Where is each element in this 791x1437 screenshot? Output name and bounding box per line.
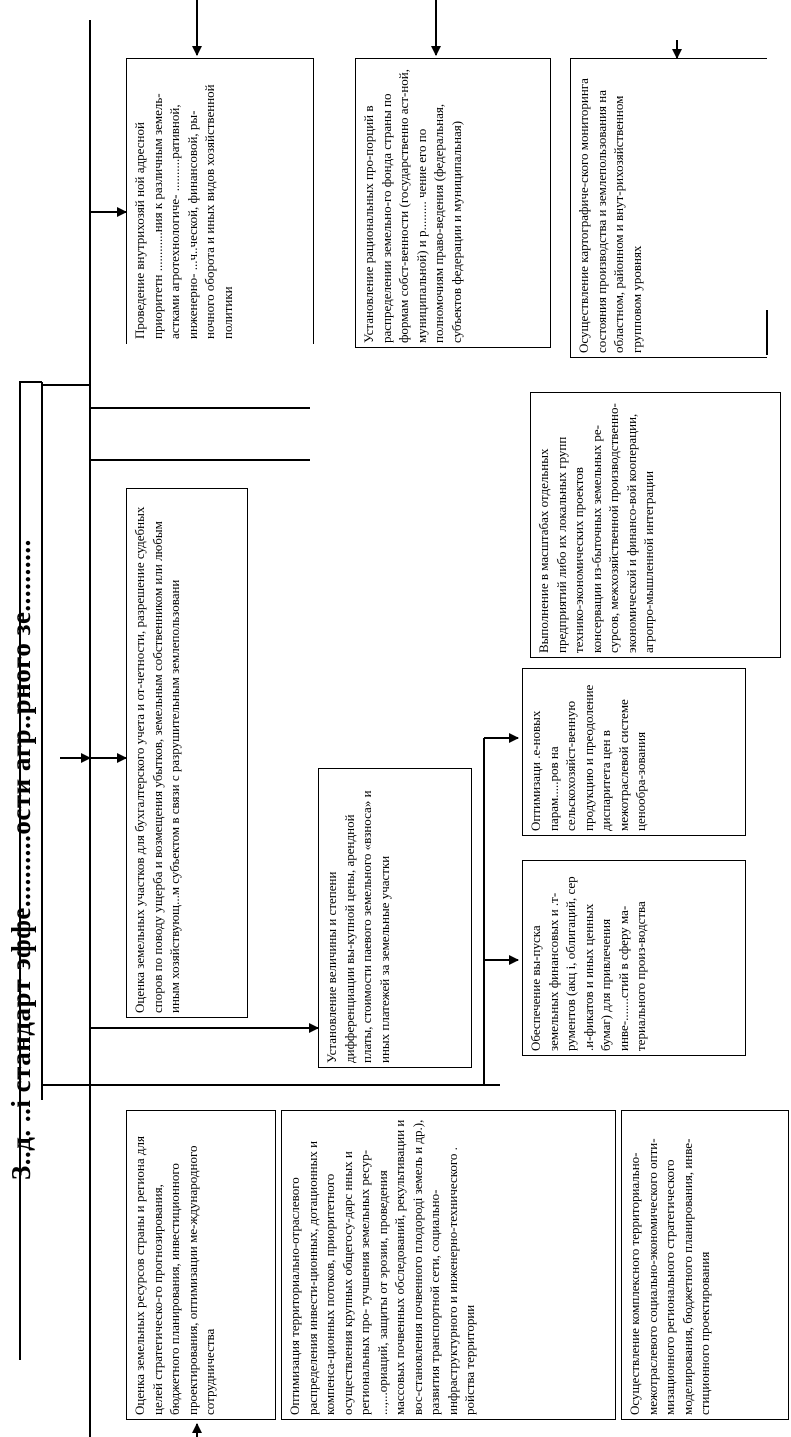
- title-left: З..д. ..і стандарт: [6, 978, 36, 1180]
- box-text: Оптимизаци .е-новых парам.....ров на сел…: [528, 684, 648, 831]
- box-text: Оптимизация территориально-отраслевого р…: [287, 1119, 477, 1415]
- box-text: Оценка земельных участков для бухгалтерс…: [132, 506, 182, 1013]
- box-land-plot-valuation: Оценка земельных участков для бухгалтерс…: [126, 488, 248, 1018]
- title-right: эффе..........ости агр..рного зе........…: [6, 539, 36, 970]
- box-text: Оценка земельных ресурсов страны и регио…: [132, 1136, 217, 1415]
- box-text: Осуществление комплексного территориальн…: [627, 1138, 712, 1415]
- box-text: Обеспечение вы-пуска земельных финансовы…: [528, 876, 648, 1051]
- box-price-rent: Установление величины и степени дифферен…: [318, 768, 472, 1068]
- box-territorial-optimization: Оптимизация территориально-отраслевого р…: [281, 1110, 616, 1420]
- box-price-optimization: Оптимизаци .е-новых парам.....ров на сел…: [522, 668, 746, 836]
- box-cartographic-monitoring: Осуществление картографиче-ского монитор…: [570, 58, 767, 358]
- box-complex-modeling: Осуществление комплексного территориальн…: [621, 1110, 789, 1420]
- box-text: Проведение внутрихозяй ной адресной прио…: [132, 84, 235, 339]
- box-land-fund-proportions: Установление рациональных про-порций в р…: [355, 58, 551, 348]
- box-text: Осуществление картографиче-ского монитор…: [576, 78, 644, 353]
- box-text: Установление величины и степени дифферен…: [324, 790, 392, 1063]
- box-on-farm-policy: Проведение внутрихозяй ной адресной прио…: [126, 58, 314, 344]
- box-text: Выполнение в масштабах отдельных предпри…: [536, 403, 656, 653]
- box-financial-instruments: Обеспечение вы-пуска земельных финансовы…: [522, 860, 746, 1056]
- box-text: Установление рациональных про-порций в р…: [361, 69, 464, 343]
- box-enterprise-projects: Выполнение в масштабах отдельных предпри…: [530, 392, 781, 658]
- box-land-resources-assessment: Оценка земельных ресурсов страны и регио…: [126, 1110, 276, 1420]
